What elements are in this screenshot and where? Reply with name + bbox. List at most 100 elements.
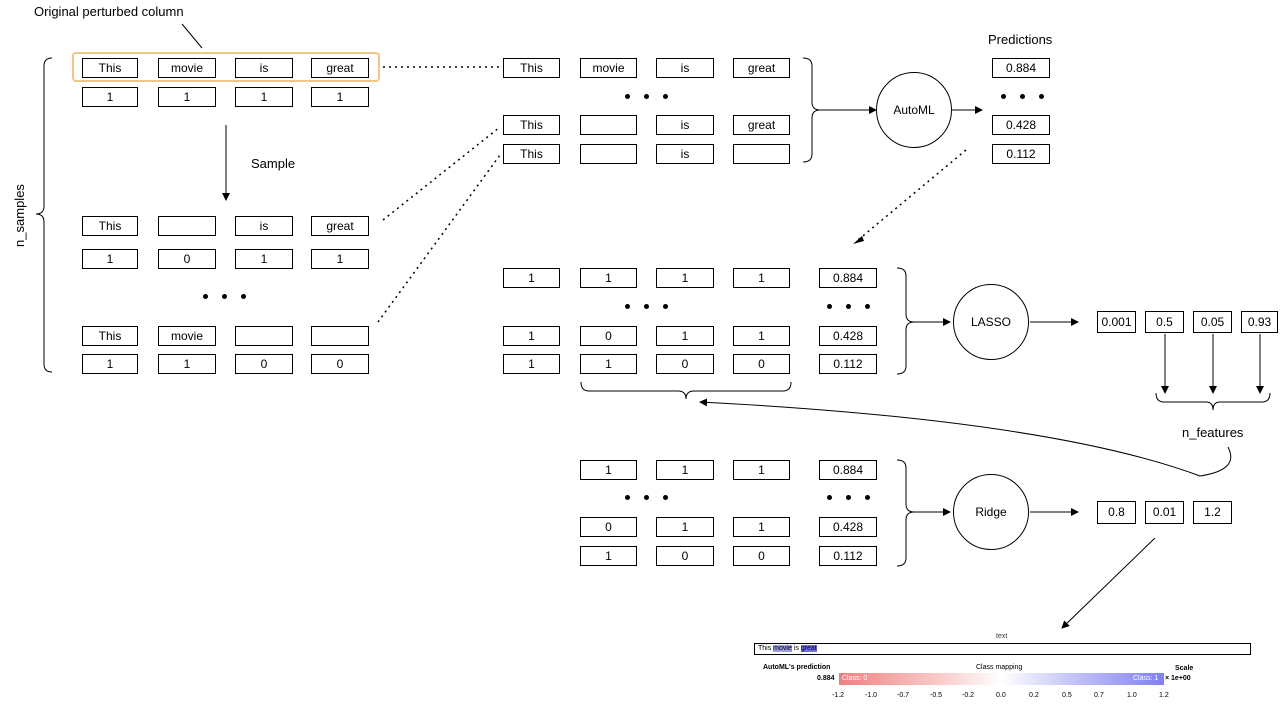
class1-label: Class: 1 bbox=[1133, 675, 1159, 682]
middle-word-cell: movie bbox=[580, 58, 637, 78]
highlighted-text-box: This movie is great bbox=[754, 643, 1251, 655]
lasso-cell: 1 bbox=[733, 326, 790, 346]
lasso-columns-brace bbox=[580, 381, 792, 400]
ridge-cell: 1 bbox=[656, 517, 714, 537]
ridge-cell: 0 bbox=[656, 546, 714, 566]
ellipsis-dot bbox=[644, 304, 649, 309]
tick-label: -1.0 bbox=[865, 692, 878, 699]
visualization-title: text bbox=[996, 633, 1008, 640]
left-mask-cell: 1 bbox=[158, 87, 216, 107]
text-plain: This bbox=[758, 645, 774, 652]
dotted-arrow-predictions bbox=[857, 149, 967, 241]
prediction-cell: 0.428 bbox=[992, 115, 1050, 135]
left-word-cell: This bbox=[82, 326, 138, 346]
left-word-cell: is bbox=[235, 58, 293, 78]
prediction-cell: 0.884 bbox=[992, 58, 1050, 78]
lasso-prediction-cell: 0.112 bbox=[819, 354, 877, 374]
tick-label: 0.0 bbox=[996, 692, 1006, 699]
ellipsis-dot bbox=[827, 495, 832, 500]
middle-word-cell: This bbox=[503, 115, 560, 135]
middle-word-cell bbox=[580, 144, 637, 164]
middle-brace bbox=[802, 57, 821, 163]
prediction-value: 0.884 bbox=[817, 675, 835, 682]
lasso-prediction-cell: 0.428 bbox=[819, 326, 877, 346]
predictions-label: Predictions bbox=[988, 32, 1053, 47]
middle-word-cell: is bbox=[656, 58, 714, 78]
ellipsis-dot bbox=[846, 495, 851, 500]
ellipsis-dot bbox=[865, 304, 870, 309]
ridge-prediction-cell: 0.112 bbox=[819, 546, 877, 566]
n-samples-label: n_samples bbox=[11, 184, 27, 247]
lasso-cell: 0 bbox=[733, 354, 790, 374]
ellipsis-dot bbox=[846, 304, 851, 309]
tick-label: 0.2 bbox=[1029, 692, 1039, 699]
lasso-output-cell: 0.05 bbox=[1193, 311, 1232, 333]
left-mask-cell: 0 bbox=[235, 354, 293, 374]
ellipsis-dot bbox=[625, 94, 630, 99]
dotted-line-3 bbox=[377, 154, 501, 323]
left-mask-cell: 0 bbox=[311, 354, 369, 374]
tick-label: 0.7 bbox=[1094, 692, 1104, 699]
left-mask-cell: 1 bbox=[311, 87, 369, 107]
ellipsis-dot bbox=[241, 294, 246, 299]
tick-label: 1.2 bbox=[1159, 692, 1169, 699]
n-samples-brace bbox=[35, 57, 53, 373]
left-word-cell bbox=[235, 326, 293, 346]
original-column-highlight bbox=[72, 52, 380, 82]
left-mask-cell: 1 bbox=[82, 249, 138, 269]
curved-arrow-features bbox=[699, 398, 1232, 477]
lasso-output-cell: 0.5 bbox=[1145, 311, 1184, 333]
ridge-prediction-cell: 0.884 bbox=[819, 460, 877, 480]
left-word-cell: is bbox=[235, 216, 293, 236]
arrow-to-visualization bbox=[1061, 537, 1156, 629]
tick-label: -0.5 bbox=[930, 692, 943, 699]
left-word-cell: great bbox=[311, 216, 369, 236]
lasso-cell: 1 bbox=[503, 326, 560, 346]
lasso-cell: 1 bbox=[580, 354, 637, 374]
left-word-cell bbox=[158, 216, 216, 236]
lasso-output-cell: 0.93 bbox=[1241, 311, 1278, 333]
ellipsis-dot bbox=[663, 495, 668, 500]
dotted-line-2 bbox=[382, 126, 501, 221]
text-highlight-movie: movie bbox=[773, 645, 792, 652]
lasso-brace bbox=[896, 267, 915, 375]
ellipsis-dot bbox=[625, 495, 630, 500]
ridge-cell: 0 bbox=[580, 517, 637, 537]
lasso-cell: 1 bbox=[733, 268, 790, 288]
ridge-output-cell: 0.01 bbox=[1145, 501, 1184, 524]
ridge-cell: 1 bbox=[656, 460, 714, 480]
lasso-prediction-cell: 0.884 bbox=[819, 268, 877, 288]
ellipsis-dot bbox=[222, 294, 227, 299]
label-pointer-line bbox=[181, 23, 203, 49]
left-word-cell: great bbox=[311, 58, 369, 78]
ellipsis-dot bbox=[827, 304, 832, 309]
lasso-cell: 1 bbox=[580, 268, 637, 288]
lasso-cell: 1 bbox=[656, 326, 714, 346]
n-features-brace bbox=[1155, 392, 1271, 411]
automl-node: AutoML bbox=[876, 72, 952, 148]
prediction-cell: 0.112 bbox=[992, 144, 1050, 164]
class0-label: Class: 0 bbox=[842, 675, 868, 682]
ellipsis-dot bbox=[644, 94, 649, 99]
lasso-cell: 1 bbox=[656, 268, 714, 288]
class-mapping-label: Class mapping bbox=[976, 664, 1023, 671]
middle-word-cell: is bbox=[656, 115, 714, 135]
ellipsis-dot bbox=[625, 304, 630, 309]
middle-word-cell bbox=[580, 115, 637, 135]
middle-word-cell: is bbox=[656, 144, 714, 164]
n-features-label: n_features bbox=[1182, 425, 1244, 440]
lasso-cell: 1 bbox=[503, 268, 560, 288]
ellipsis-dot bbox=[1020, 94, 1025, 99]
middle-word-cell: great bbox=[733, 58, 790, 78]
scale-label: Scale bbox=[1175, 665, 1194, 672]
lasso-cell: 1 bbox=[503, 354, 560, 374]
ellipsis-dot bbox=[865, 495, 870, 500]
scale-value: × 1e+00 bbox=[1165, 675, 1191, 682]
left-mask-cell: 1 bbox=[82, 354, 138, 374]
left-mask-cell: 1 bbox=[82, 87, 138, 107]
ridge-output-cell: 1.2 bbox=[1193, 501, 1232, 524]
ridge-output-cell: 0.8 bbox=[1097, 501, 1136, 524]
ridge-cell: 0 bbox=[733, 546, 790, 566]
ellipsis-dot bbox=[203, 294, 208, 299]
